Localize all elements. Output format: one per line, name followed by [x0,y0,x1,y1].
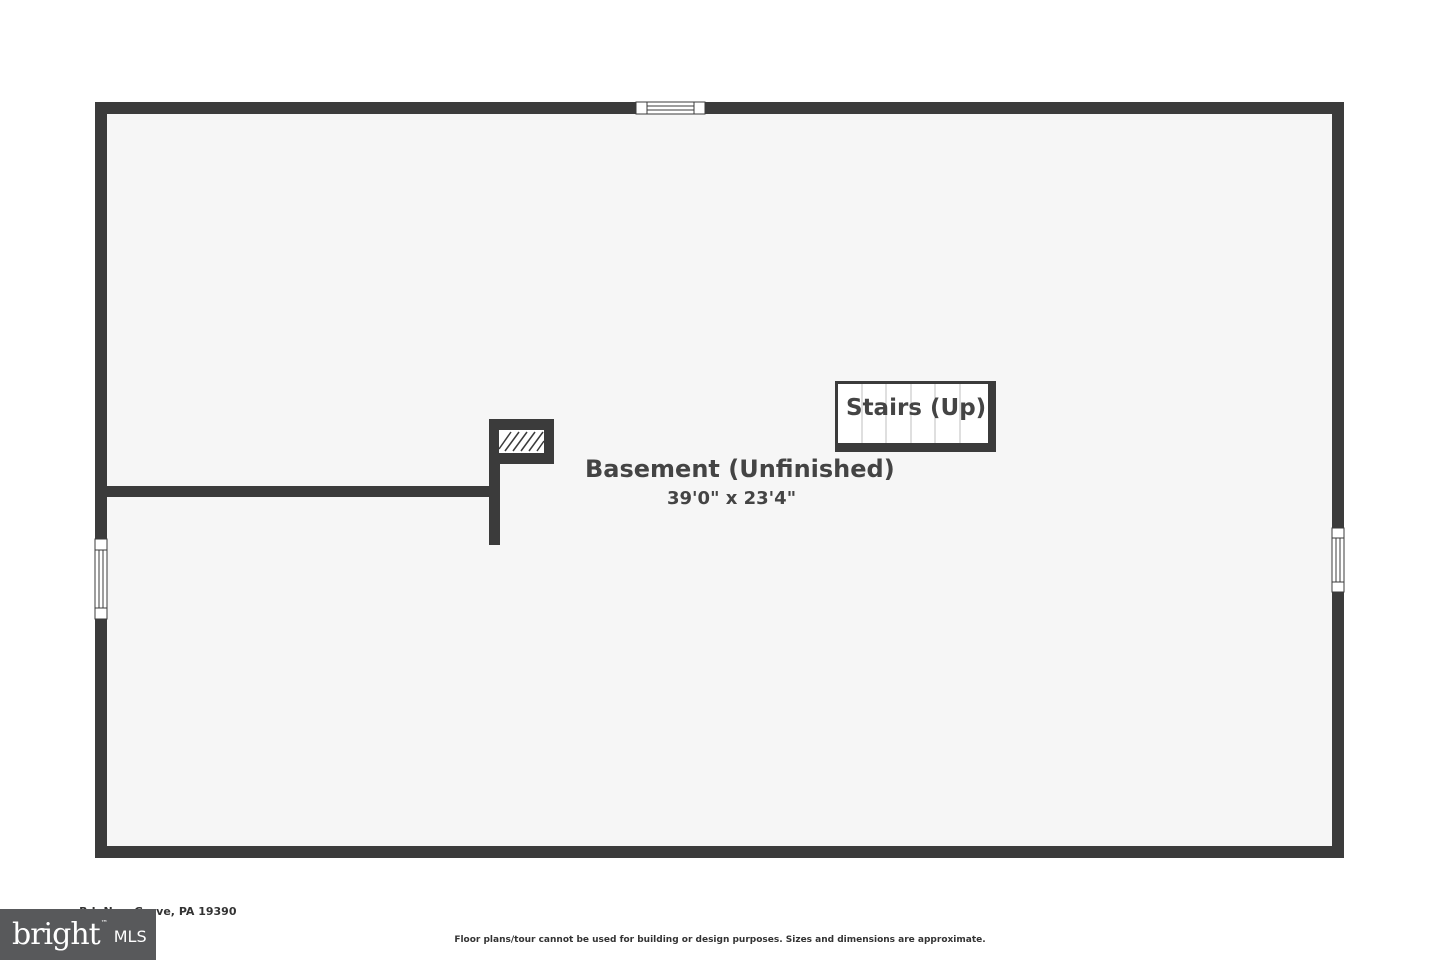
outer-wall [95,102,1344,858]
disclaimer: Floor plans/tour cannot be used for buil… [454,935,986,945]
room-name: Basement (Unfinished) [585,455,895,483]
basement-floor [101,108,1338,852]
stairs-label: Stairs (Up) [846,395,987,421]
logo-trademark: ™ [100,919,108,927]
bright-mls-logo: bright ™ MLS [0,909,156,960]
window-top [635,101,706,115]
logo-suffix: MLS [113,927,147,946]
logo-brand: bright [12,917,101,952]
stairs [835,381,996,452]
interior-wall [101,420,500,545]
chimney-column [489,419,554,464]
window-right [1331,527,1345,593]
window-left [94,538,108,620]
room-dimensions: 39'0" x 23'4" [667,488,797,509]
